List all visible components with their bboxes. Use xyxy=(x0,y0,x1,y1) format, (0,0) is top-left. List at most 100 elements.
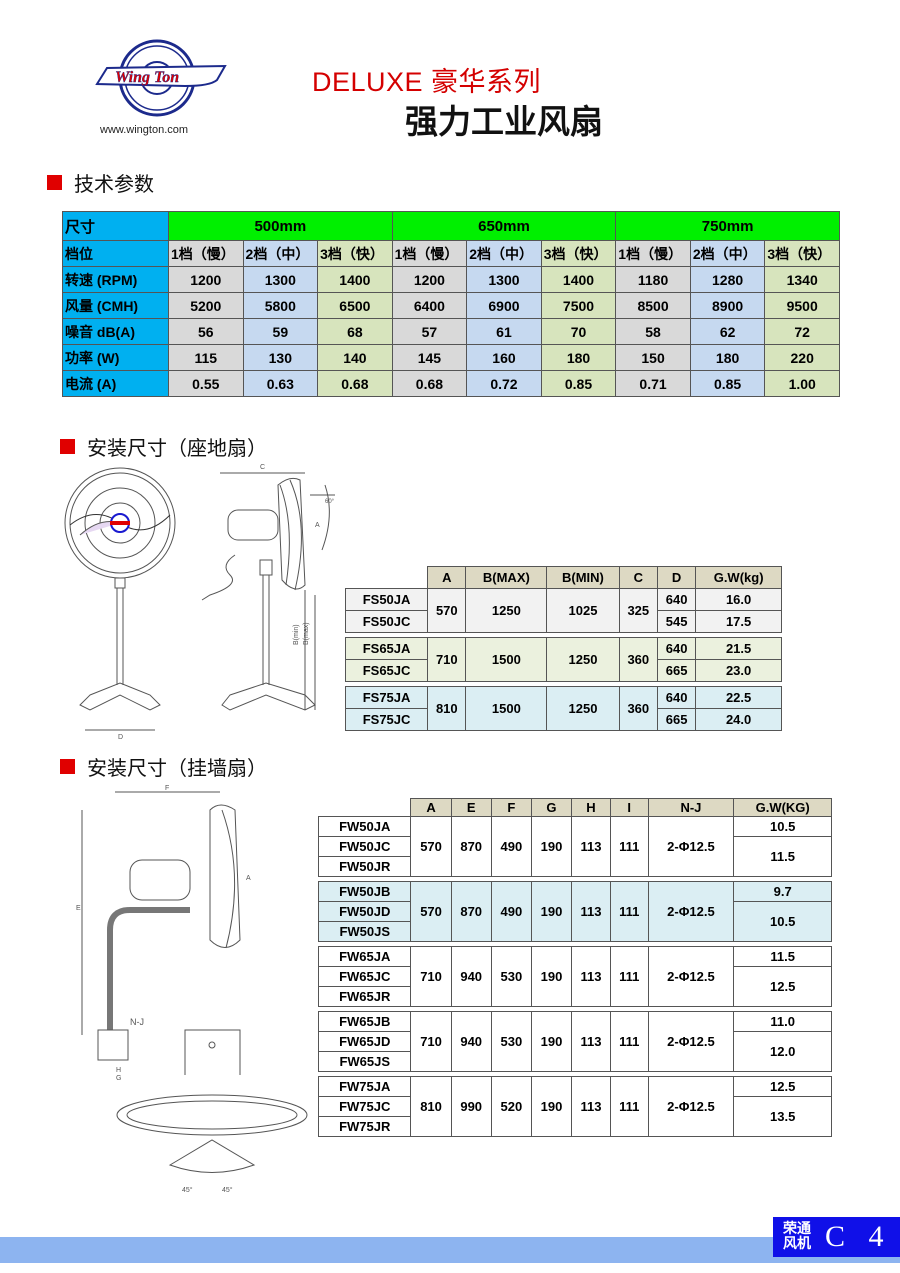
value-cell: 190 xyxy=(530,1076,573,1137)
value-cell: 710 xyxy=(427,637,467,682)
value-cell: 180 xyxy=(689,344,766,371)
dim-label-nj: N-J xyxy=(130,1017,144,1027)
value-cell: 1500 xyxy=(465,637,548,682)
weight-cell: 11.0 xyxy=(733,1011,832,1032)
gear-header: 1档（慢） xyxy=(615,240,691,267)
value-cell: 160 xyxy=(466,344,542,371)
value-cell: 0.85 xyxy=(689,370,766,397)
value-cell: 190 xyxy=(530,881,573,942)
value-cell: 0.55 xyxy=(168,370,244,397)
value-cell: 190 xyxy=(530,1011,573,1072)
value-cell: 5800 xyxy=(242,292,319,319)
value-cell: 145 xyxy=(391,344,468,371)
section-heading-spec: 技术参数 xyxy=(47,168,154,197)
value-cell: 2-Φ12.5 xyxy=(647,946,735,1007)
value-cell: 1400 xyxy=(317,266,393,293)
table-row xyxy=(318,941,832,947)
brand-name: 荣通风机 xyxy=(773,1222,825,1252)
row-label: 风量 (CMH) xyxy=(62,292,169,319)
value-cell: 640 xyxy=(656,686,697,709)
value-cell: 0.68 xyxy=(317,370,393,397)
column-header: N-J xyxy=(647,798,735,817)
brand-line: 风机 xyxy=(783,1236,811,1252)
weight-cell: 23.0 xyxy=(695,659,782,682)
blank-header xyxy=(346,567,428,589)
column-header: E xyxy=(450,798,492,817)
model-name: FS65JA xyxy=(344,637,429,660)
value-cell: 72 xyxy=(764,318,840,345)
column-header: B(MIN) xyxy=(546,566,620,589)
value-cell: 8900 xyxy=(689,292,766,319)
gear-header: 2档（中） xyxy=(689,240,766,267)
section-heading-floor: 安装尺寸（座地扇） xyxy=(60,432,267,461)
value-cell: 113 xyxy=(571,881,611,942)
section-title: 安装尺寸（挂墙扇） xyxy=(87,756,267,780)
value-cell: 180 xyxy=(540,344,617,371)
weight-cell: 17.5 xyxy=(695,610,782,633)
model-name: FW75JR xyxy=(317,1116,412,1137)
value-cell: 710 xyxy=(410,1011,452,1072)
value-cell: 870 xyxy=(450,816,492,877)
gear-header: 3档（快） xyxy=(317,240,393,267)
dim-label-h: H xyxy=(116,1067,121,1074)
footer-bar xyxy=(0,1237,900,1263)
value-cell: 520 xyxy=(490,1076,532,1137)
weight-cell: 12.5 xyxy=(733,966,832,1007)
row-label: 尺寸 xyxy=(62,211,169,241)
value-cell: 1400 xyxy=(540,266,617,293)
size-header: 500mm xyxy=(168,211,393,241)
value-cell: 940 xyxy=(450,946,492,1007)
value-cell: 0.85 xyxy=(540,370,617,397)
model-name: FW50JS xyxy=(317,921,412,942)
gear-header: 2档（中） xyxy=(242,240,319,267)
value-cell: 1300 xyxy=(466,266,542,293)
model-name: FW50JB xyxy=(317,881,412,902)
wington-logo: Wing Ton xyxy=(95,39,227,117)
bullet-square-icon xyxy=(60,759,75,774)
column-header: B(MAX) xyxy=(465,566,548,589)
blank-header xyxy=(319,799,411,817)
model-name: FW50JR xyxy=(317,856,412,877)
table-row: FW65JR xyxy=(317,986,832,1007)
value-cell: 1200 xyxy=(391,266,468,293)
series-title: DELUXE 豪华系列 xyxy=(312,67,542,97)
column-header: G.W(kg) xyxy=(695,566,782,589)
weight-cell: 16.0 xyxy=(695,588,782,611)
gear-header: 3档（快） xyxy=(540,240,617,267)
spacer xyxy=(345,681,782,687)
value-cell: 870 xyxy=(450,881,492,942)
table-row: FW65JS xyxy=(317,1051,832,1072)
angle-label: 60° xyxy=(325,499,335,505)
floor-fan-drawing: D C B(min) B(max) A 60° xyxy=(64,464,335,741)
value-cell: 665 xyxy=(656,659,697,682)
value-cell: 113 xyxy=(571,946,611,1007)
column-header: I xyxy=(609,798,649,817)
value-cell: 570 xyxy=(410,881,452,942)
value-cell: 111 xyxy=(609,881,649,942)
value-cell: 530 xyxy=(490,1011,532,1072)
page-badge: 荣通风机 C 4 xyxy=(773,1217,900,1257)
value-cell: 68 xyxy=(317,318,393,345)
value-cell: 6500 xyxy=(317,292,393,319)
table-row xyxy=(318,1071,832,1077)
dim-label-f: F xyxy=(165,785,169,792)
model-name: FW75JA xyxy=(317,1076,412,1097)
row-label: 电流 (A) xyxy=(62,370,169,397)
value-cell: 1500 xyxy=(465,686,548,731)
svg-text:Wing Ton: Wing Ton xyxy=(115,69,179,86)
value-cell: 58 xyxy=(615,318,691,345)
